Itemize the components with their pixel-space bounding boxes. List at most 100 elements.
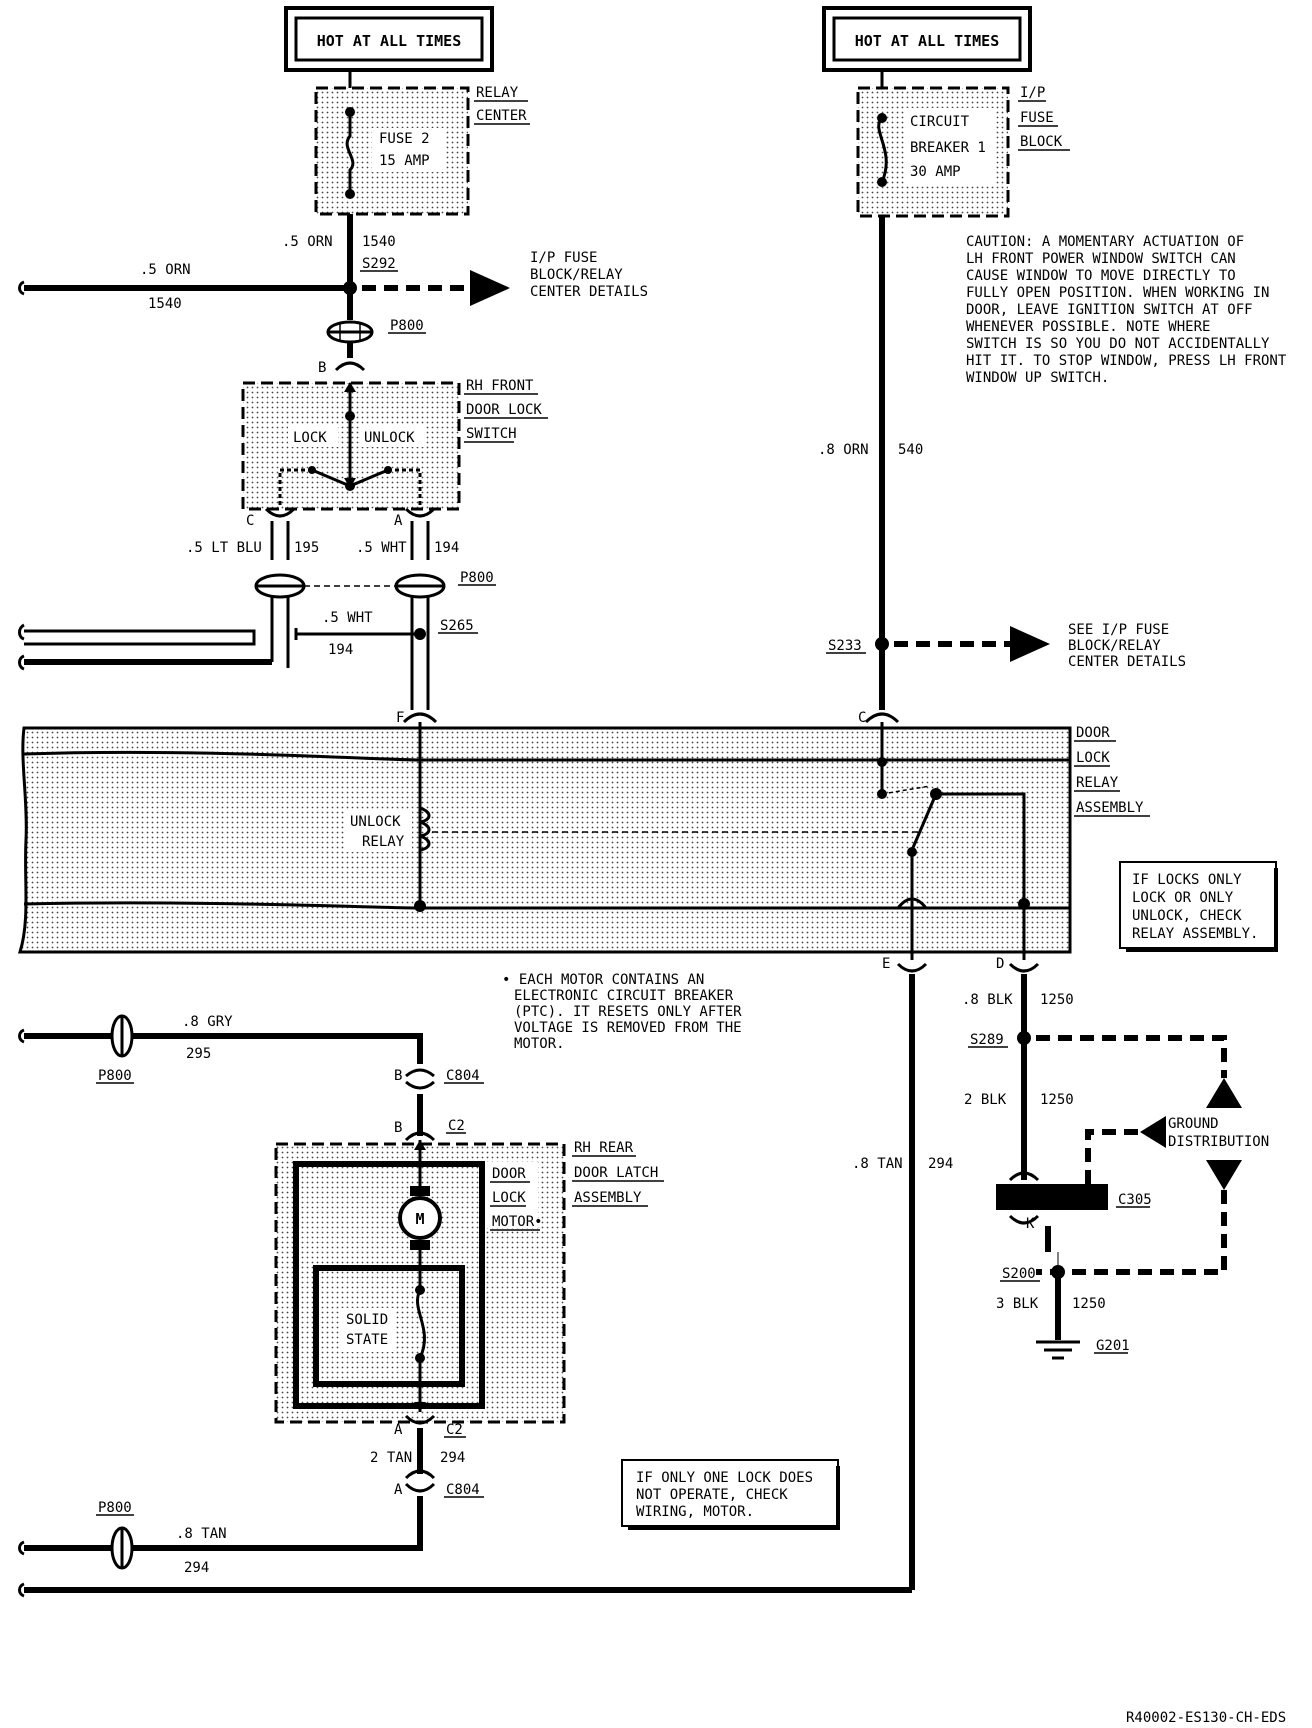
svg-text:LOCK OR ONLY: LOCK OR ONLY xyxy=(1132,890,1234,906)
if-one-lock-note: IF ONLY ONE LOCK DOES NOT OPERATE, CHECK… xyxy=(621,1459,840,1530)
pin-c-label: C xyxy=(246,513,254,529)
wire-orn-1540-a-gauge: .5 ORN xyxy=(282,234,333,250)
svg-text:• EACH MOTOR CONTAINS AN: • EACH MOTOR CONTAINS AN xyxy=(502,972,704,988)
ip-details-1-line-1: I/P FUSE xyxy=(530,250,597,266)
relay-assembly-label-4: ASSEMBLY xyxy=(1076,800,1144,816)
ip-fuse-block-box: CIRCUIT BREAKER 1 30 AMP I/P FUSE BLOCK xyxy=(856,85,1070,218)
wire-orn-540-gauge: .8 ORN xyxy=(818,442,869,458)
circuit-breaker-label-3: 30 AMP xyxy=(910,164,961,180)
wire-blk-1250-c-circuit: 1250 xyxy=(1072,1296,1106,1312)
svg-text:DOOR, LEAVE IGNITION SWITCH AT: DOOR, LEAVE IGNITION SWITCH AT OFF xyxy=(966,302,1253,318)
ip-fuse-block-label-1: I/P xyxy=(1020,85,1045,101)
wire-blk-1250-b-gauge: 2 BLK xyxy=(964,1092,1007,1108)
p800-mid-label: P800 xyxy=(460,570,494,586)
pin-a-c2-label: A xyxy=(394,1422,403,1438)
pin-a-c804-label: A xyxy=(394,1482,403,1498)
rh-rear-door-latch-assembly: SOLID STATE DOOR LOCK MOTOR• RH REAR DOO… xyxy=(274,1140,664,1424)
rh-rear-latch-label-2: DOOR LATCH xyxy=(574,1165,658,1181)
c305-label: C305 xyxy=(1118,1192,1152,1208)
pin-e-label: E xyxy=(882,956,890,972)
wire-tan-294-c-circuit: 294 xyxy=(928,1156,953,1172)
c2-top-label: C2 xyxy=(448,1118,465,1134)
ip-fuse-block-label-2: FUSE xyxy=(1020,110,1054,126)
svg-text:CAUTION: A MOMENTARY ACTUATION: CAUTION: A MOMENTARY ACTUATION OF xyxy=(966,234,1244,250)
pin-b-c2-label: B xyxy=(394,1120,402,1136)
c804-top-label: C804 xyxy=(446,1068,480,1084)
wire-wht-194-a-circuit: 194 xyxy=(434,540,459,556)
p800-connector-mid xyxy=(254,573,446,599)
p800-connector-top xyxy=(326,320,374,344)
wire-tan-294-a-gauge: 2 TAN xyxy=(370,1450,412,1466)
svg-text:UNLOCK, CHECK: UNLOCK, CHECK xyxy=(1132,908,1242,924)
ip-details-1-line-3: CENTER DETAILS xyxy=(530,284,648,300)
circuit-breaker-label-2: BREAKER 1 xyxy=(910,140,986,156)
unlock-relay-label-1: UNLOCK xyxy=(350,814,401,830)
wire-orn-540-circuit: 540 xyxy=(898,442,923,458)
splice-s233 xyxy=(875,637,889,651)
wire-blk-1250-b-circuit: 1250 xyxy=(1040,1092,1074,1108)
wire-ltblu-195-gauge: .5 LT BLU xyxy=(186,540,262,556)
wire-gry-295-circuit: 295 xyxy=(186,1046,211,1062)
pin-f-label: F xyxy=(396,710,404,726)
relay-assembly-label-1: DOOR xyxy=(1076,725,1110,741)
s233-label: S233 xyxy=(828,638,862,654)
s200-label: S200 xyxy=(1002,1266,1036,1282)
p800-tan-label: P800 xyxy=(98,1500,132,1516)
arrow-right-icon xyxy=(470,270,510,306)
fuse2-amp: 15 AMP xyxy=(379,153,430,169)
svg-text:WHENEVER POSSIBLE. NOTE WHERE: WHENEVER POSSIBLE. NOTE WHERE xyxy=(966,319,1210,335)
svg-text:RELAY ASSEMBLY.: RELAY ASSEMBLY. xyxy=(1132,926,1258,942)
wire-blk-1250-a-gauge: .8 BLK xyxy=(962,992,1013,1008)
wire-orn-1540-b-gauge: .5 ORN xyxy=(140,262,191,278)
solid-state-label-2: STATE xyxy=(346,1332,388,1348)
svg-text:WIRING, MOTOR.: WIRING, MOTOR. xyxy=(636,1504,754,1520)
circuit-breaker-label-1: CIRCUIT xyxy=(910,114,970,130)
ground-icon xyxy=(1036,1340,1080,1360)
c2-bottom-label: C2 xyxy=(446,1422,463,1438)
door-lock-relay-assembly: DOOR LOCK RELAY ASSEMBLY xyxy=(17,725,1150,954)
svg-text:ELECTRONIC CIRCUIT BREAKER: ELECTRONIC CIRCUIT BREAKER xyxy=(514,988,734,1004)
pin-k-label: K xyxy=(1026,1216,1035,1232)
wire-blk-1250-a-circuit: 1250 xyxy=(1040,992,1074,1008)
door-lock-motor-label-1: DOOR xyxy=(492,1166,526,1182)
g201-label: G201 xyxy=(1096,1338,1130,1354)
wire-gry-295-gauge: .8 GRY xyxy=(182,1014,233,1030)
svg-text:LH FRONT POWER WINDOW SWITCH C: LH FRONT POWER WINDOW SWITCH CAN xyxy=(966,251,1236,267)
svg-text:MOTOR.: MOTOR. xyxy=(514,1036,565,1052)
svg-text:WINDOW UP SWITCH.: WINDOW UP SWITCH. xyxy=(966,370,1109,386)
svg-text:IF LOCKS ONLY: IF LOCKS ONLY xyxy=(1132,872,1242,888)
wire-orn-1540-b-circuit: 1540 xyxy=(148,296,182,312)
rh-front-switch-label-2: DOOR LOCK xyxy=(466,402,542,418)
door-lock-motor-label-2: LOCK xyxy=(492,1190,526,1206)
splice-s289 xyxy=(1017,1031,1031,1045)
wire-ltblu-195-circuit: 195 xyxy=(294,540,319,556)
rh-rear-latch-label-1: RH REAR xyxy=(574,1140,634,1156)
fuse2-label: FUSE 2 xyxy=(379,131,430,147)
svg-text:IF ONLY ONE LOCK DOES: IF ONLY ONE LOCK DOES xyxy=(636,1470,813,1486)
pin-b-top: B xyxy=(318,360,326,376)
lock-label: LOCK xyxy=(293,430,327,446)
reference-code: R40002-ES130-CH-EDS xyxy=(1126,1710,1286,1726)
wire-blk-1250-c-gauge: 3 BLK xyxy=(996,1296,1039,1312)
pin-b-c804-label: B xyxy=(394,1068,402,1084)
rh-front-switch-label-1: RH FRONT xyxy=(466,378,534,394)
ip-details-2-line-2: BLOCK/RELAY xyxy=(1068,638,1161,654)
wire-tan-294-b-gauge: .8 TAN xyxy=(176,1526,227,1542)
c305-connector xyxy=(996,1184,1108,1210)
c804-bottom-label: C804 xyxy=(446,1482,480,1498)
pin-c-relay-label: C xyxy=(858,710,866,726)
motor-icon xyxy=(398,1196,442,1240)
fuse2-terminal-bottom xyxy=(345,189,355,199)
relay-assembly-label-3: RELAY xyxy=(1076,775,1119,791)
ground-distribution-label-1: GROUND xyxy=(1168,1116,1219,1132)
pin-d-label: D xyxy=(996,956,1004,972)
relay-center-label-2: CENTER xyxy=(476,108,527,124)
s265-label: S265 xyxy=(440,618,474,634)
svg-text:FULLY OPEN POSITION. WHEN WORK: FULLY OPEN POSITION. WHEN WORKING IN xyxy=(966,285,1269,301)
svg-text:(PTC). IT RESETS ONLY AFTER: (PTC). IT RESETS ONLY AFTER xyxy=(514,1004,742,1020)
svg-text:VOLTAGE IS REMOVED FROM THE: VOLTAGE IS REMOVED FROM THE xyxy=(514,1020,742,1036)
relay-center-label-1: RELAY xyxy=(476,85,519,101)
wire-wht-194-b-circuit: 194 xyxy=(328,642,353,658)
p800-connector-gry xyxy=(110,1014,134,1058)
